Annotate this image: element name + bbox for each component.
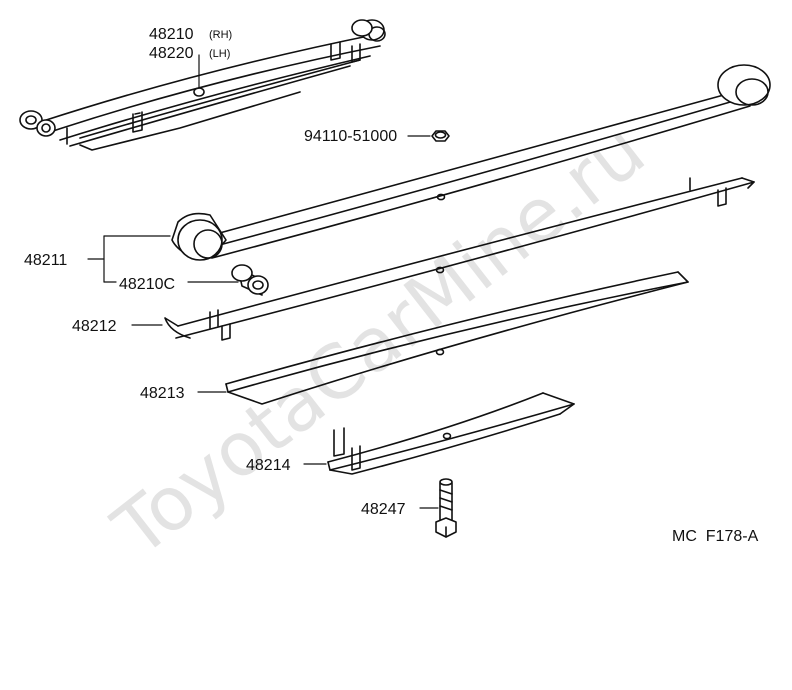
center-bolt-48247[interactable] [435,478,457,538]
leader-lines [87,54,439,509]
leaf-48214[interactable] [327,392,575,475]
leaf-48213[interactable] [225,271,689,405]
label-48210c: 48210C [119,276,175,293]
nut-94110-51000[interactable] [431,130,450,142]
label-48214: 48214 [246,457,291,474]
label-48220-side: (LH) [209,48,230,60]
main-leaf-48211[interactable] [171,64,771,261]
label-48247: 48247 [361,501,406,518]
reference-code: MC F178-A [672,528,759,545]
bushing-48210c[interactable] [231,264,269,296]
label-48210-side: (RH) [209,29,232,41]
leaf-48212[interactable] [164,177,755,341]
label-94110-51000: 94110-51000 [304,128,397,145]
spring-assembly-thumbnail[interactable] [19,19,386,151]
label-48212: 48212 [72,318,117,335]
part-labels: 48210 (RH) 48220 (LH) 94110-51000 48211 … [24,26,759,545]
label-48211: 48211 [24,252,67,269]
label-48220: 48220 [149,45,194,62]
label-48213: 48213 [140,385,185,402]
label-48210: 48210 [149,26,194,43]
